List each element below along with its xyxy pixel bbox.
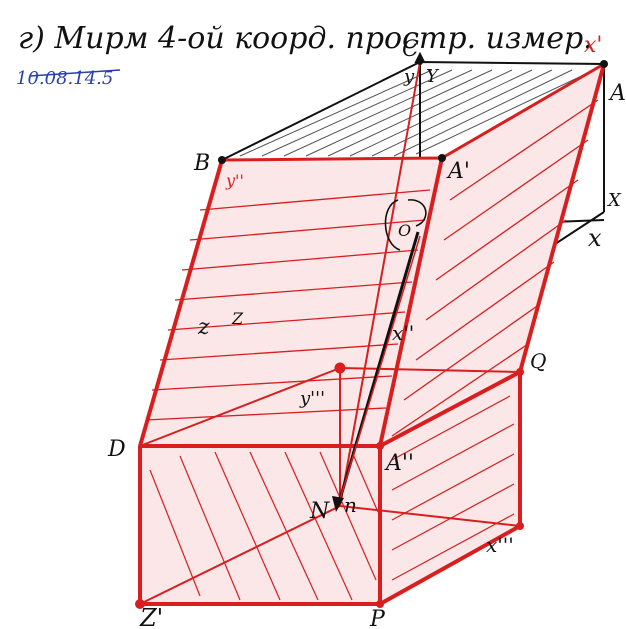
label-y-double-prime: y'' xyxy=(225,171,244,190)
label-Y: Y xyxy=(426,66,440,87)
label-n: n xyxy=(344,493,357,517)
vertex-y3-dot xyxy=(334,362,346,374)
rotation-arc xyxy=(384,199,401,251)
n-arrowhead xyxy=(332,496,344,512)
vertex-labels: C y Y x' A B y'' A' X x O z Z x'' Q y'''… xyxy=(107,33,626,629)
rotation-arc-small xyxy=(407,199,427,227)
label-D: D xyxy=(107,437,126,462)
vertex-Z1 xyxy=(135,599,145,609)
top-face-hatching xyxy=(239,69,591,157)
label-A: A xyxy=(608,81,626,106)
vertex-dots xyxy=(135,59,608,609)
red-construction-lines xyxy=(139,61,521,605)
label-y-triple-prime: y''' xyxy=(299,388,325,409)
reference-note: 10.08.14.5 xyxy=(16,68,113,89)
vertex-C xyxy=(417,59,423,65)
lower-front-face xyxy=(138,444,382,606)
lower-front-hatching xyxy=(149,451,379,601)
reference-strike xyxy=(29,69,121,77)
vertex-A2 xyxy=(376,442,384,450)
vertex-A1 xyxy=(438,154,446,162)
label-O: O xyxy=(398,221,411,240)
label-x-double-prime: x'' xyxy=(392,321,414,345)
label-A-double-prime: A'' xyxy=(384,451,414,476)
vertex-A xyxy=(600,60,608,68)
label-B: B xyxy=(193,151,210,176)
front-face-hatching xyxy=(145,189,431,421)
label-C: C xyxy=(402,37,419,62)
diagram-title: г) Мирм 4-ой коорд. простр. измер. xyxy=(18,21,593,56)
vertex-P xyxy=(376,600,384,608)
vertex-B xyxy=(218,156,226,164)
label-A-prime: A' xyxy=(446,159,470,184)
fourth-axis-vector xyxy=(332,199,427,512)
label-X-upper: X xyxy=(606,190,622,211)
label-N: N xyxy=(309,499,330,524)
lower-right-hatching xyxy=(391,395,515,581)
label-y: y xyxy=(403,66,415,87)
label-z: z xyxy=(197,315,210,340)
vertex-Q xyxy=(516,368,524,376)
label-x-triple-prime: x''' xyxy=(486,533,514,557)
red-prism xyxy=(138,60,607,607)
label-Z: Z xyxy=(231,309,244,328)
vertex-x3 xyxy=(516,522,524,530)
label-Z-prime: Z' xyxy=(139,604,163,629)
label-x-prime: x' xyxy=(584,33,602,58)
label-P: P xyxy=(369,607,386,629)
right-face-hatching xyxy=(391,99,599,437)
label-Q: Q xyxy=(530,349,546,373)
label-x: x xyxy=(588,224,602,252)
